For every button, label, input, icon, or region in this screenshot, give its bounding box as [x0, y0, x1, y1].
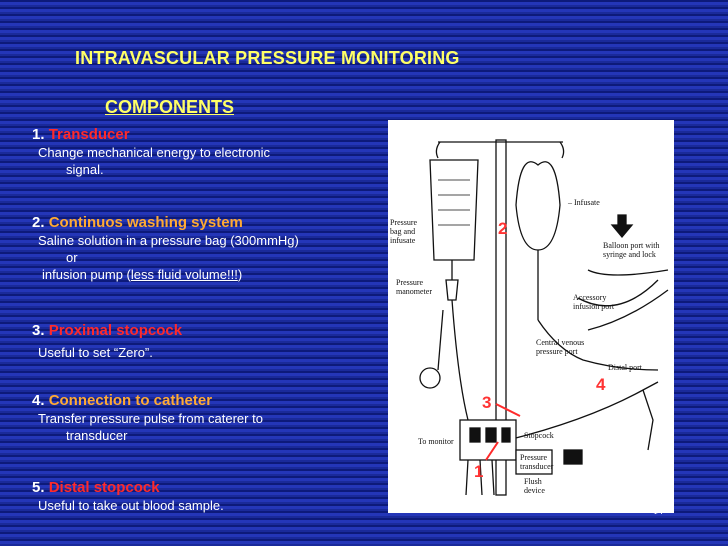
label-balloon-port: syringe and lock: [603, 250, 656, 259]
component-item-distal-stopcock: 5. Distal stopcock Useful to take out bl…: [32, 479, 377, 514]
label-accessory-port: Accessory: [573, 293, 606, 302]
arrow-pointer-icon: [563, 449, 583, 465]
label-balloon-port: Balloon port with: [603, 241, 659, 250]
item-name: Distal stopcock: [48, 479, 160, 496]
label-cvp-port: Central venous: [536, 338, 584, 347]
item-desc-line: or: [66, 250, 78, 265]
infusate-bag-icon: [515, 161, 561, 251]
item-desc-line: Saline solution in a pressure bag (300mm…: [38, 233, 299, 248]
item-number: 1.: [32, 126, 45, 143]
label-to-monitor: To monitor: [418, 437, 454, 446]
diagram-illustration: Pressure bag and infusate – Infusate Bal…: [390, 139, 669, 496]
marker-2: 2: [498, 219, 507, 238]
item-name: Proximal stopcock: [48, 322, 183, 339]
label-flush-device: Flush: [524, 477, 542, 486]
item-desc-line: Useful to set “Zero”.: [38, 345, 153, 360]
item-name: Connection to catheter: [48, 392, 213, 409]
tubing-line: [451, 299, 489, 441]
label-pressure-transducer: Pressure: [520, 453, 548, 462]
label-distal-port: Distal port: [608, 363, 643, 372]
marker-4: 4: [596, 375, 606, 394]
down-arrow-icon: [610, 214, 634, 239]
item-number: 3.: [32, 322, 45, 339]
iv-pole: [495, 139, 507, 496]
label-pressure-bag: Pressure: [390, 218, 418, 227]
item-desc-line: Useful to take out blood sample.: [38, 498, 224, 513]
marker-arrow-1: [485, 441, 499, 461]
manometer-icon: [419, 367, 441, 389]
label-accessory-port: infusion port: [573, 302, 615, 311]
component-item-proximal-stopcock: 3. Proximal stopcock Useful to set “Zero…: [32, 322, 377, 361]
page-number: 14: [653, 506, 663, 517]
item-desc-line: Change mechanical energy to electronic: [38, 145, 270, 160]
item-name: Transducer: [48, 126, 130, 143]
label-manometer: Pressure: [396, 278, 424, 287]
marker-arrow-3: [495, 403, 521, 417]
item-number: 2.: [32, 214, 45, 231]
label-flush-device: device: [524, 486, 545, 495]
item-desc-line: transducer: [66, 428, 128, 443]
pressure-monitoring-diagram: Pressure bag and infusate – Infusate Bal…: [388, 120, 674, 513]
marker-3: 3: [482, 393, 491, 412]
label-pressure-transducer: transducer: [520, 462, 554, 471]
label-infusate: – Infusate: [567, 198, 600, 207]
item-number: 5.: [32, 479, 45, 496]
component-item-catheter-connection: 4. Connection to catheter Transfer press…: [32, 392, 377, 444]
label-pressure-bag: infusate: [390, 236, 416, 245]
components-heading: COMPONENTS: [105, 97, 235, 117]
component-item-washing-system: 2. Continuos washing system Saline solut…: [32, 214, 377, 283]
item-number: 4.: [32, 392, 45, 409]
label-manometer: manometer: [396, 287, 432, 296]
label-stopcock: Stopcock: [524, 431, 554, 440]
item-desc-line: signal.: [66, 162, 104, 177]
emphasis-link: less fluid volume!!!: [130, 267, 238, 282]
item-name: Continuos washing system: [48, 214, 243, 231]
slide-title: INTRAVASCULAR PRESSURE MONITORING: [75, 48, 460, 68]
label-cvp-port: pressure port: [536, 347, 578, 356]
marker-1: 1: [474, 462, 483, 481]
label-pressure-bag: bag and: [390, 227, 415, 236]
item-desc-line: infusion pump (less fluid volume!!!): [42, 267, 243, 282]
item-desc-line: Transfer pressure pulse from caterer to: [38, 411, 263, 426]
component-item-transducer: 1. Transducer Change mechanical energy t…: [32, 126, 377, 178]
